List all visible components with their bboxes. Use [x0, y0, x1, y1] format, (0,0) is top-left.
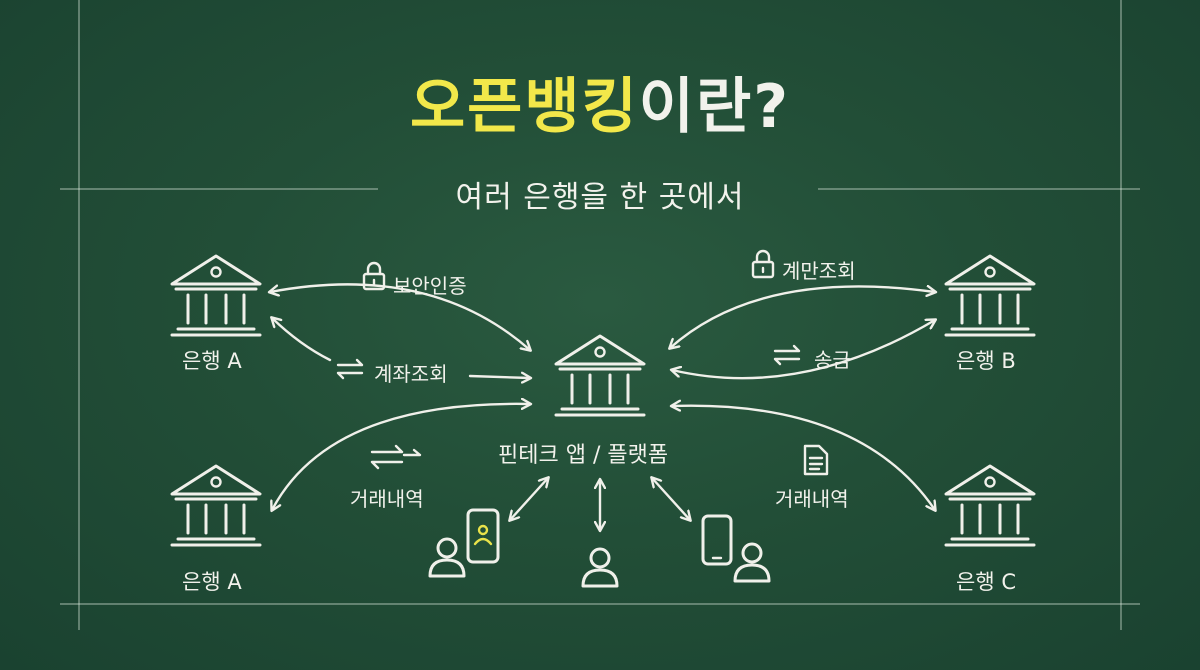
user-with-phone-right — [701, 514, 771, 583]
bank-icon-bottom-left — [170, 464, 262, 547]
swap-icon-left — [336, 358, 364, 380]
link-label-account-inquiry: 계좌조회 — [374, 362, 448, 386]
link-label-transactions-right: 거래내역 — [775, 487, 849, 511]
link-account-start — [272, 318, 332, 362]
link-label-security: 보안인증 — [393, 274, 467, 298]
link-account-end — [468, 376, 530, 378]
transfer-arrows-icon — [370, 444, 422, 470]
link-balance — [670, 286, 935, 348]
document-icon — [803, 444, 829, 476]
link-security — [270, 283, 530, 350]
bank-label-top-left: 은행 A — [182, 349, 242, 373]
bank-icon-bottom-right — [944, 464, 1036, 547]
link-label-transactions-left: 거래내역 — [350, 487, 424, 511]
divider-right — [818, 188, 1140, 190]
bank-icon-top-left — [170, 254, 262, 337]
link-label-transfer: 송금 — [814, 348, 851, 372]
link-label-balance-inquiry: 계만조회 — [782, 259, 856, 283]
frame-line-right — [1120, 0, 1122, 630]
bank-label-top-right: 은행 B — [956, 349, 1016, 373]
title-highlight: 오픈뱅킹 — [409, 72, 639, 142]
bank-label-bottom-left: 은행 A — [182, 570, 242, 594]
bottom-line — [60, 603, 1140, 605]
fintech-platform-icon — [554, 334, 646, 417]
page-title: 오픈뱅킹이란? — [0, 58, 1200, 145]
frame-line-left — [78, 0, 80, 630]
fintech-platform-label: 핀테크 앱 / 플랫폼 — [498, 443, 669, 468]
link-transfer — [672, 320, 935, 380]
user-icon-center — [581, 547, 619, 588]
bank-icon-top-right — [944, 254, 1036, 337]
swap-icon-right — [773, 344, 801, 366]
link-user-left — [510, 478, 548, 520]
title-rest: 이란? — [638, 72, 791, 142]
link-transactions-left — [272, 404, 530, 510]
subtitle: 여러 은행을 한 곳에서 — [455, 180, 745, 215]
link-user-right — [652, 478, 690, 520]
bank-label-bottom-right: 은행 C — [956, 570, 1016, 594]
divider-left — [60, 188, 378, 190]
user-with-phone-left — [428, 508, 500, 578]
lock-icon-right — [751, 249, 775, 279]
link-transactions-right — [672, 406, 935, 510]
